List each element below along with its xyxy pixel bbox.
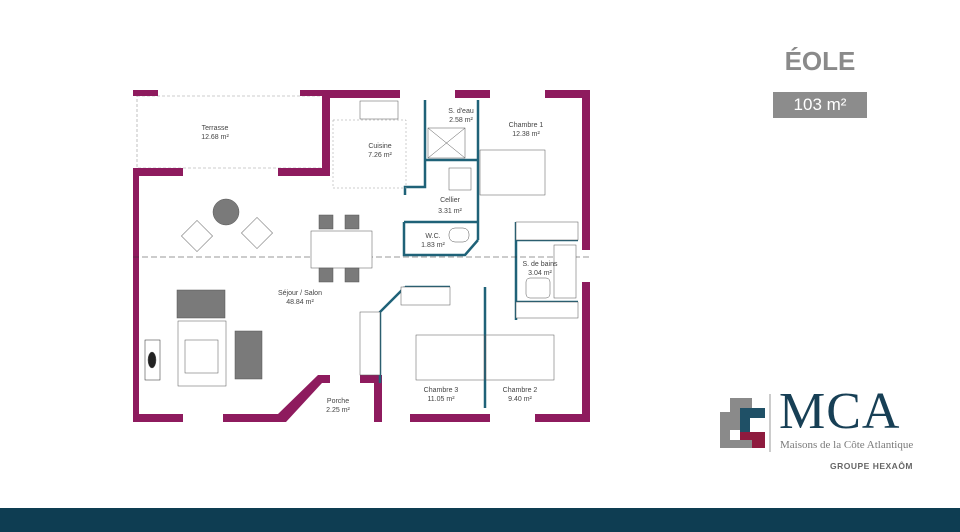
toilet: [448, 227, 470, 243]
exterior-walls: [133, 90, 590, 422]
room-area: 2.25 m²: [326, 407, 350, 414]
room-area: 7.26 m²: [368, 152, 392, 159]
room-name: Terrasse: [202, 125, 229, 132]
room-area: 2.58 m²: [449, 117, 473, 124]
round-table: [212, 198, 240, 226]
room-name: S. de bains: [522, 261, 558, 268]
surface-badge: 103 m²: [773, 92, 867, 118]
brand-name: MCA: [779, 383, 901, 440]
room-area: 9.40 m²: [508, 396, 532, 403]
wardrobe: [359, 311, 381, 376]
room-area: 1.83 m²: [421, 242, 445, 249]
room-name: Chambre 1: [509, 122, 544, 129]
room-name: Cellier: [440, 197, 461, 204]
bed: [415, 334, 485, 381]
room-labels: Terrasse 12.68 m² Cuisine 7.26 m² S. d'e…: [201, 108, 558, 414]
washing-machine: [448, 167, 472, 191]
room-name: Porche: [327, 398, 349, 405]
brand-tagline: Maisons de la Côte Atlantique: [780, 439, 914, 451]
room-area: 3.04 m²: [528, 270, 552, 277]
sofa: [234, 330, 263, 380]
bed: [479, 149, 546, 196]
counter: [332, 119, 407, 189]
dining-table: [310, 230, 373, 269]
room-name: Chambre 2: [503, 387, 538, 394]
wardrobe: [515, 301, 579, 319]
room-name: Séjour / Salon: [278, 290, 322, 297]
room-name: W.C.: [425, 233, 440, 240]
footer-bar: [0, 508, 960, 532]
armchair: [181, 220, 213, 252]
armchair: [241, 217, 273, 249]
furniture: [144, 100, 579, 387]
room-name: S. d'eau: [448, 108, 474, 115]
room-name: Chambre 3: [424, 387, 459, 394]
mca-logo-icon: [720, 394, 771, 452]
bed: [485, 334, 555, 381]
sofa: [176, 289, 226, 319]
room-area: 3.31 m²: [438, 208, 462, 215]
washbasin: [525, 277, 551, 299]
terrace: [133, 90, 325, 169]
room-area: 12.38 m²: [512, 131, 540, 138]
group-name: GROUPE HEXAÔM: [830, 461, 914, 471]
kitchen-sink: [359, 100, 399, 120]
wardrobe: [515, 221, 579, 241]
model-name: ÉOLE: [784, 46, 856, 76]
room-name: Cuisine: [368, 143, 391, 150]
wardrobe: [400, 286, 451, 306]
room-area: 48.84 m²: [286, 299, 314, 306]
room-area: 11.05 m²: [427, 396, 455, 403]
room-area: 12.68 m²: [201, 134, 229, 141]
bathtub: [553, 244, 577, 299]
